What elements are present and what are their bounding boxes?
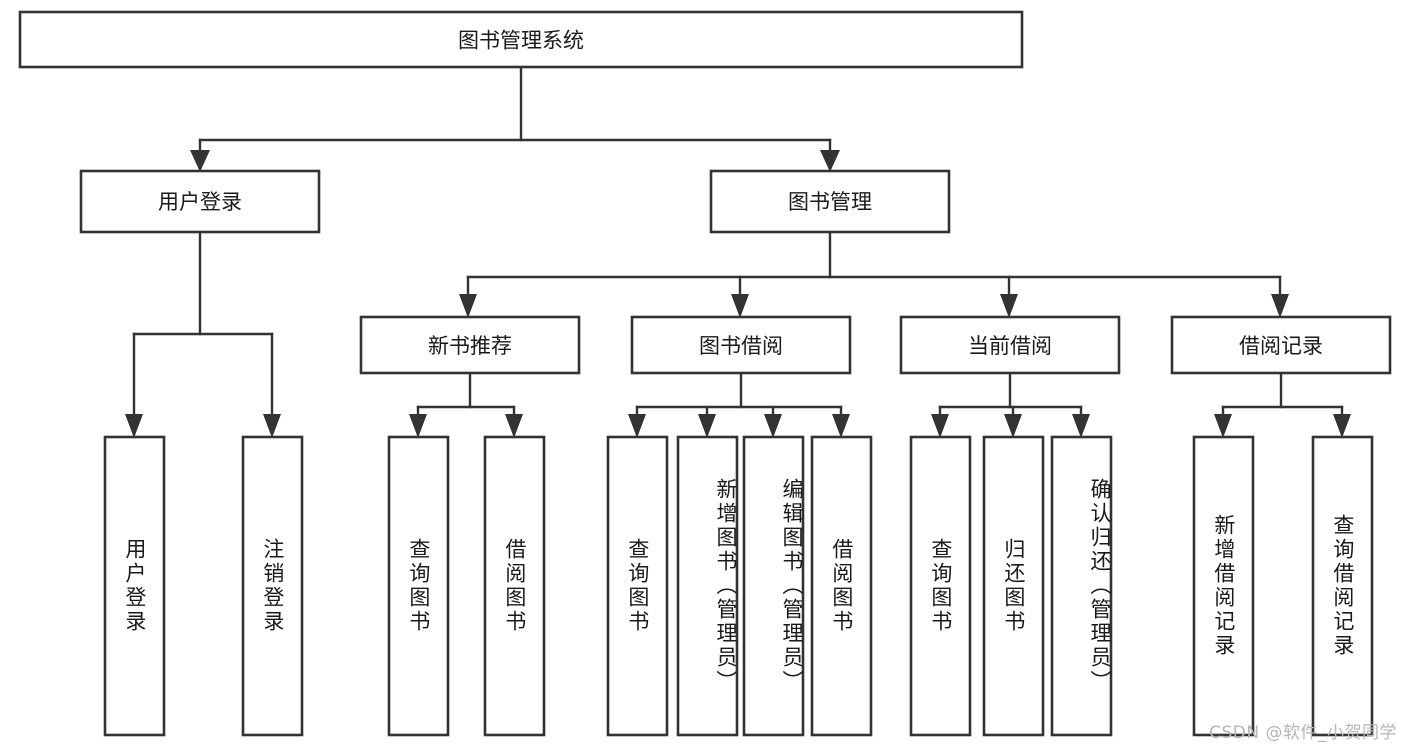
- leaf-box-add-book-admin[interactable]: [676, 435, 739, 737]
- connector-group-bookmgmt: [459, 230, 1289, 318]
- leaf-box-add-borrow-record[interactable]: [1192, 435, 1255, 737]
- connector-group-current: [931, 371, 1090, 438]
- arrowhead-newbook: [459, 294, 477, 318]
- connector-group-root: [190, 65, 840, 172]
- leaf-box-query-borrow-record[interactable]: [1311, 435, 1374, 737]
- leaf-box-return-book[interactable]: [982, 435, 1045, 737]
- arrowhead-leaf-user-login: [125, 414, 143, 438]
- node-user-login-label: 用户登录: [158, 190, 242, 214]
- arrowhead-records-leaf1: [1214, 414, 1232, 438]
- arrowhead-borrow: [731, 294, 749, 318]
- leaf-box-confirm-return-admin[interactable]: [1050, 435, 1113, 737]
- arrowhead-current: [1000, 294, 1018, 318]
- connector-group-newbook: [409, 371, 523, 438]
- node-borrow-records-box[interactable]: [1170, 315, 1392, 375]
- arrowhead-borrow-leaf2: [698, 414, 716, 438]
- leaf-box-query-book-current[interactable]: [909, 435, 972, 737]
- arrowhead-borrow-leaf4: [832, 414, 850, 438]
- arrowhead-current-leaf3: [1072, 414, 1090, 438]
- csdn-watermark: CSDN @软件_小贺同学: [1209, 723, 1397, 743]
- arrowhead-borrow-leaf1: [628, 414, 646, 438]
- node-root-box[interactable]: [18, 10, 1024, 69]
- arrowhead-records: [1271, 294, 1289, 318]
- leaf-box-borrow-book[interactable]: [810, 435, 873, 737]
- leaf-box-logout[interactable]: [241, 435, 304, 737]
- arrowhead-current-leaf2: [1004, 414, 1022, 438]
- arrowhead-bookmgmt: [820, 150, 840, 172]
- leaf-box-user-login[interactable]: [103, 435, 166, 737]
- node-book-borrow-box[interactable]: [630, 315, 852, 375]
- node-book-management-box[interactable]: [709, 169, 951, 234]
- connector-group-records: [1214, 371, 1351, 438]
- node-root-label: 图书管理系统: [458, 29, 584, 53]
- node-current-borrow-label: 当前借阅: [968, 334, 1052, 358]
- node-user-login-box[interactable]: [79, 169, 321, 234]
- node-current-borrow-box[interactable]: [899, 315, 1121, 375]
- connector-group-borrow: [628, 371, 850, 438]
- arrowhead-userlogin: [190, 150, 210, 172]
- arrowhead-current-leaf1: [931, 414, 949, 438]
- leaf-box-edit-book-admin[interactable]: [742, 435, 805, 737]
- arrowhead-newbook-leaf2: [505, 414, 523, 438]
- connector-group-userlogin: [125, 230, 281, 438]
- node-new-book-recommend-box[interactable]: [359, 315, 581, 375]
- leaf-box-borrow-book-newbook[interactable]: [483, 435, 546, 737]
- arrowhead-records-leaf2: [1333, 414, 1351, 438]
- arrowhead-leaf-logout: [263, 414, 281, 438]
- leaf-box-query-book-borrow[interactable]: [606, 435, 669, 737]
- arrowhead-borrow-leaf3: [764, 414, 782, 438]
- node-borrow-records-label: 借阅记录: [1239, 334, 1323, 358]
- leaf-box-query-book-newbook[interactable]: [387, 435, 450, 737]
- node-book-borrow-label: 图书借阅: [699, 334, 783, 358]
- node-book-management-label: 图书管理: [788, 190, 872, 214]
- arrowhead-newbook-leaf1: [409, 414, 427, 438]
- node-new-book-recommend-label: 新书推荐: [428, 334, 512, 358]
